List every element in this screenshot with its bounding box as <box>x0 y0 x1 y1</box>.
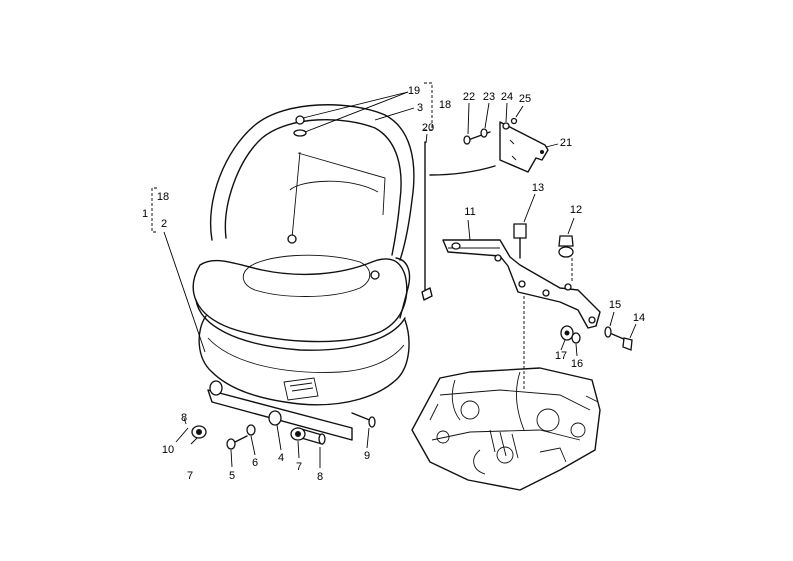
callout-11: 11 <box>464 206 475 218</box>
callout-6: 6 <box>252 457 258 469</box>
callout-21: 21 <box>560 137 572 149</box>
callout-13: 13 <box>532 182 544 194</box>
seat <box>192 104 415 406</box>
callout-17: 17 <box>555 350 567 362</box>
callout-19: 19 <box>408 85 420 97</box>
transmission-housing <box>411 367 601 491</box>
callout-7a: 7 <box>187 470 193 482</box>
callout-14: 14 <box>633 312 645 324</box>
callout-labels: 1 2 18 3 19 18 20 10 8 7 5 6 4 7 8 9 22 … <box>142 85 645 483</box>
callout-20: 20 <box>422 122 434 134</box>
callout-5: 5 <box>229 470 235 482</box>
support-bracket-11 <box>442 223 633 390</box>
callout-23: 23 <box>483 91 495 103</box>
callout-3: 3 <box>417 102 423 114</box>
callout-22: 22 <box>463 91 475 103</box>
callout-9: 9 <box>364 450 370 462</box>
callout-7b: 7 <box>296 461 302 473</box>
callout-10: 10 <box>162 444 174 456</box>
callout-15: 15 <box>609 299 621 311</box>
leader-lines <box>151 82 637 468</box>
callout-24: 24 <box>501 91 513 103</box>
callout-12: 12 <box>570 204 582 216</box>
bracket-21 <box>429 117 549 176</box>
callout-16: 16 <box>571 358 583 370</box>
callout-4: 4 <box>278 452 284 464</box>
seat-hardware <box>183 141 433 450</box>
callout-2: 2 <box>161 218 167 230</box>
callout-8-left: 8 <box>181 412 187 424</box>
callout-1: 1 <box>142 208 148 220</box>
callout-8: 8 <box>317 471 323 483</box>
callout-25: 25 <box>519 93 531 105</box>
callout-18a: 18 <box>157 191 169 203</box>
callout-18b: 18 <box>439 99 451 111</box>
